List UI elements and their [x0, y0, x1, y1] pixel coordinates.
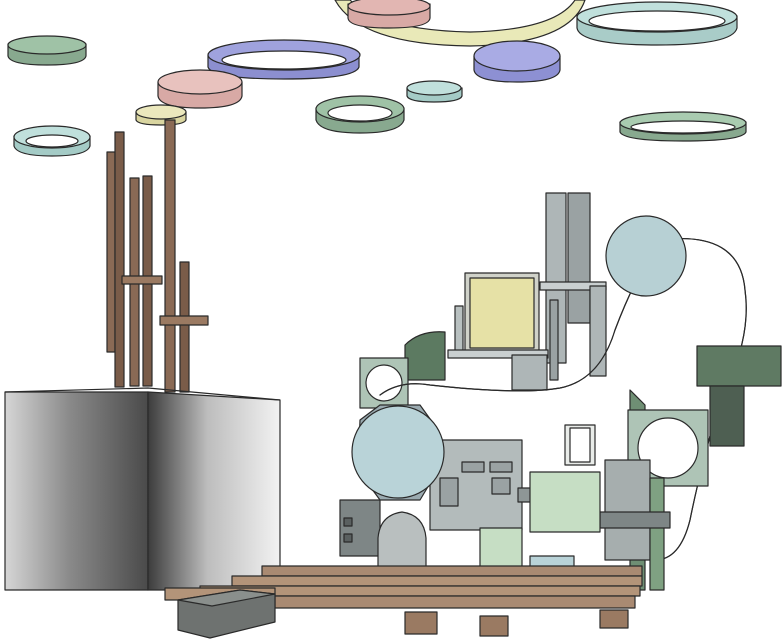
concrete-block — [177, 589, 276, 639]
ring-green-mid — [315, 95, 405, 134]
disc-yellow-small — [135, 104, 187, 126]
machine-front — [339, 404, 601, 583]
wooden-posts — [106, 119, 209, 393]
ring-green-right — [619, 111, 747, 142]
floating-rings — [7, 0, 747, 157]
disc-lavender — [473, 40, 561, 83]
gradient-box — [4, 387, 281, 591]
ring-lavender-large — [207, 39, 361, 80]
pipe — [379, 215, 747, 561]
ring-green-left — [7, 35, 87, 66]
disc-mint-small — [406, 80, 463, 103]
machine-back — [359, 192, 607, 409]
ring-pink-top — [347, 0, 431, 29]
machine-right — [599, 345, 782, 591]
ring-mint-left — [13, 125, 91, 157]
ring-mint-right — [576, 1, 738, 46]
disc-pink — [157, 69, 243, 109]
